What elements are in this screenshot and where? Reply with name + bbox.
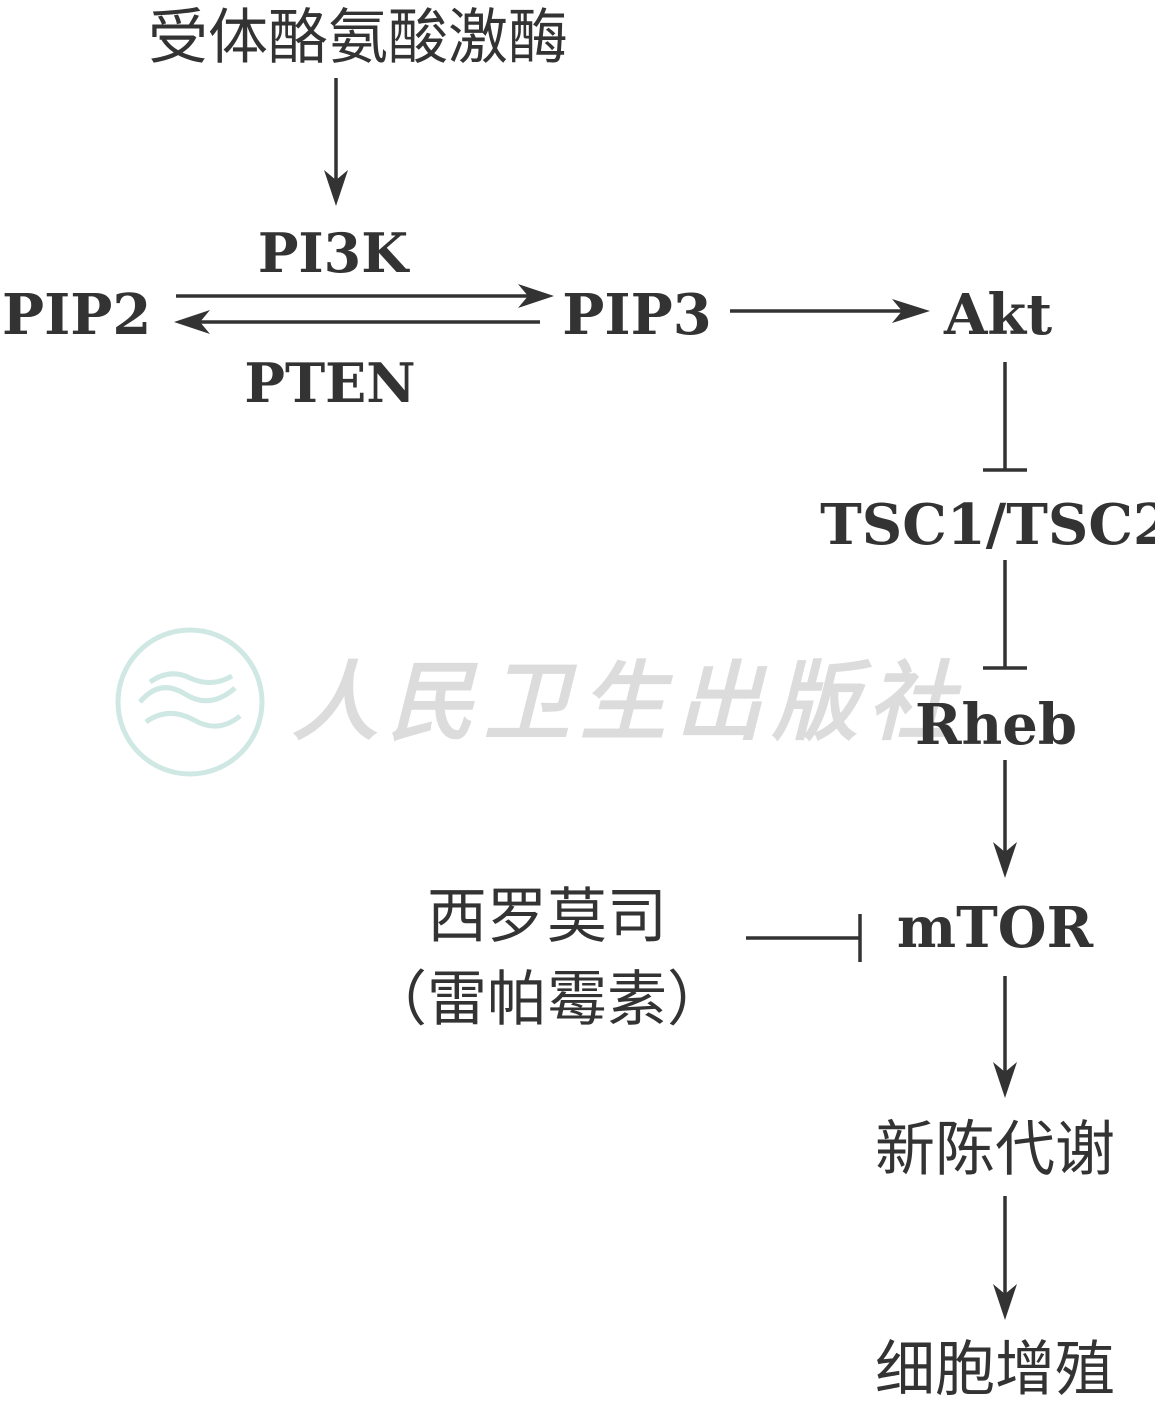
edge-label-pten: PTEN bbox=[244, 351, 415, 415]
edge-akt-inhibits-tsc bbox=[983, 362, 1027, 472]
edge-pip3-to-akt bbox=[730, 299, 930, 323]
edge-rheb-to-mtor bbox=[993, 760, 1017, 878]
node-mtor: mTOR bbox=[897, 895, 1094, 961]
edge-mtor-to-metabolism bbox=[993, 976, 1017, 1098]
watermark: 人民卫生出版社 bbox=[115, 627, 964, 777]
edge-metabolism-to-proliferation bbox=[993, 1196, 1017, 1320]
node-tsc: TSC1/TSC2 bbox=[820, 492, 1155, 558]
node-inhibitor-alias: （雷帕霉素） bbox=[367, 965, 727, 1035]
node-pip2: PIP2 bbox=[2, 282, 151, 348]
edge-pip2-to-pip3 bbox=[176, 284, 554, 308]
edge-tsc-inhibits-rheb bbox=[983, 560, 1027, 670]
node-pip3: PIP3 bbox=[562, 282, 711, 348]
node-rheb: Rheb bbox=[915, 692, 1077, 758]
node-inhibitor-name: 西罗莫司 bbox=[427, 882, 667, 952]
edge-rtk-to-pip-conversion bbox=[324, 78, 348, 206]
node-proliferation: 细胞增殖 bbox=[875, 1335, 1115, 1401]
edge-pip3-to-pip2 bbox=[174, 310, 540, 334]
node-rtk: 受体酪氨酸激酶 bbox=[148, 3, 568, 73]
edge-label-pi3k: PI3K bbox=[258, 221, 410, 285]
watermark-text: 人民卫生出版社 bbox=[292, 652, 964, 753]
node-akt: Akt bbox=[943, 282, 1052, 348]
node-metabolism: 新陈代谢 bbox=[875, 1115, 1115, 1185]
watermark-logo-icon bbox=[115, 627, 265, 777]
edge-rapamycin-inhibits-mtor bbox=[746, 914, 862, 962]
